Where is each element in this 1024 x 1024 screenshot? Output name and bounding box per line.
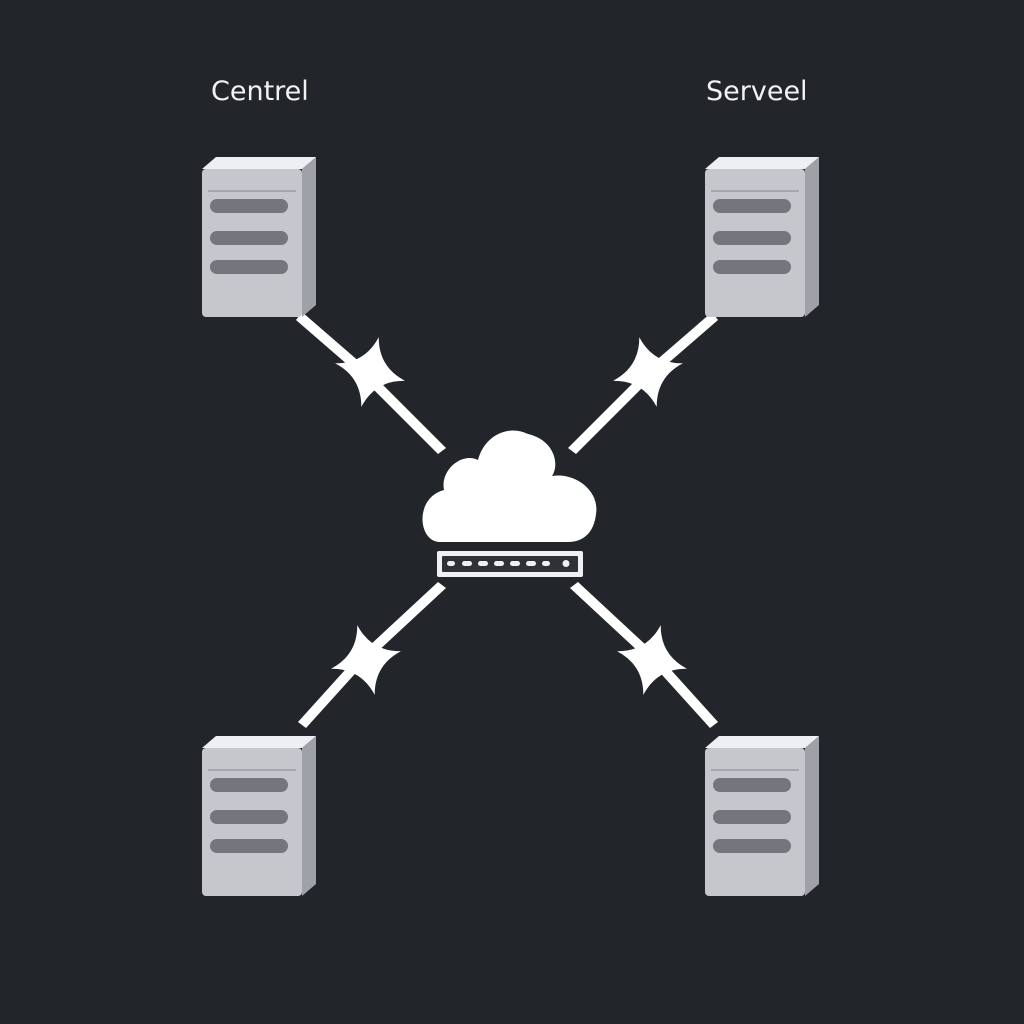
server-bottom-right — [704, 735, 820, 897]
link-top-right — [568, 312, 718, 454]
label-serveel: Serveel — [706, 76, 808, 107]
server-top-right — [704, 156, 820, 318]
link-bottom-left — [298, 582, 446, 728]
link-top-left — [296, 312, 446, 454]
server-bottom-left — [201, 735, 317, 897]
label-centrel: Centrel — [211, 76, 309, 107]
link-bottom-right — [570, 582, 718, 728]
network-switch-icon — [437, 551, 583, 577]
server-top-left — [201, 156, 317, 318]
cloud-icon — [422, 430, 597, 542]
